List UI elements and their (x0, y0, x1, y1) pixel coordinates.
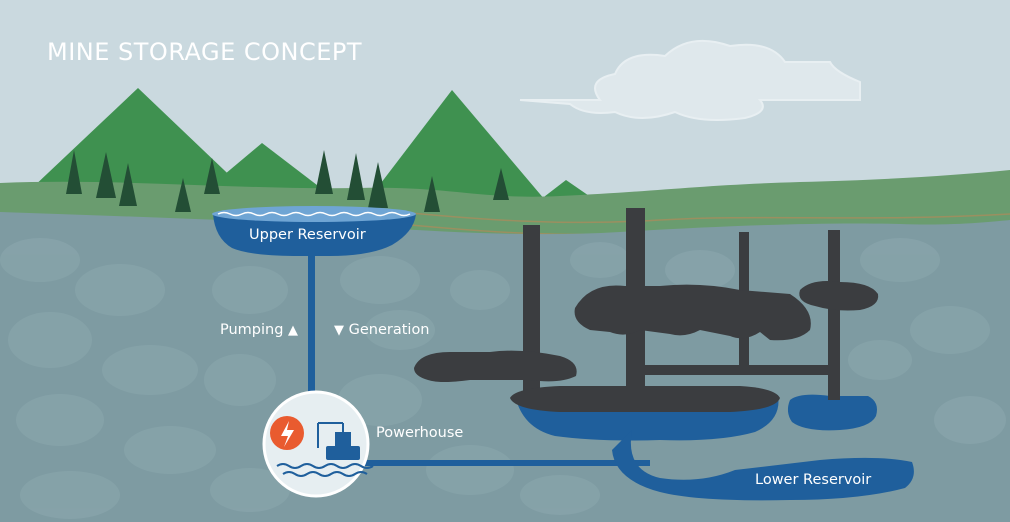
page-title: MINE STORAGE CONCEPT (47, 38, 363, 66)
label-pumping: Pumping ▲ (220, 322, 298, 338)
rock-texture (0, 238, 1006, 519)
turbine-icon (317, 422, 360, 460)
mine-workings (414, 208, 879, 412)
label-upper-reservoir: Upper Reservoir (249, 227, 366, 243)
generation-text: Generation (348, 322, 430, 338)
penstock-pipe (308, 255, 315, 415)
upper-reservoir (212, 206, 416, 256)
arrow-up-icon: ▲ (288, 323, 299, 338)
cloud-icon (519, 39, 861, 121)
arrow-down-icon: ▼ (334, 323, 344, 338)
tree-icon (66, 150, 509, 212)
water-wave-icon (276, 463, 374, 469)
powerhouse (262, 390, 374, 498)
label-powerhouse: Powerhouse (376, 425, 464, 441)
label-lower-reservoir: Lower Reservoir (755, 472, 872, 488)
pumping-text: Pumping (220, 322, 284, 338)
label-generation: ▼ Generation (334, 322, 430, 338)
tailrace-pipe (350, 460, 650, 466)
